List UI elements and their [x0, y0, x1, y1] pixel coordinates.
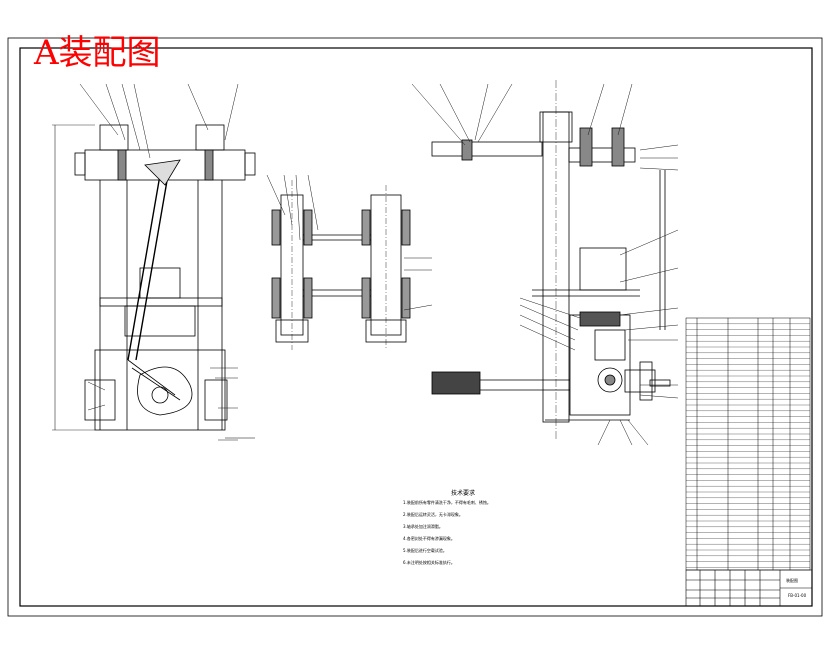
outer-frame	[7, 37, 823, 617]
front-view	[52, 124, 256, 439]
side-view	[431, 80, 671, 440]
technical-note: 6.未注明处按相关标准执行。	[403, 560, 455, 565]
section-view	[271, 180, 411, 350]
technical-note: 1.装配前所有零件清洗干净，不得有毛刺、锈蚀。	[403, 500, 491, 505]
side-view-leaders	[411, 83, 679, 446]
drawing-title: A装配图	[34, 33, 161, 73]
front-view-leaders	[79, 83, 239, 441]
drawing-number: FB-01-00	[788, 593, 807, 598]
inner-frame	[19, 47, 813, 607]
technical-note: 3.轴承处加注润滑脂。	[403, 524, 443, 529]
parts-list-rows	[686, 323, 810, 568]
technical-note: 2.装配后运转灵活，无卡滞现象。	[403, 512, 463, 517]
title-block	[685, 569, 813, 607]
parts-list	[685, 317, 811, 571]
technical-requirements-heading: 技术要求	[451, 490, 476, 497]
drawing-name: 装配图	[786, 578, 798, 583]
technical-requirements-list: 1.装配前所有零件清洗干净，不得有毛刺、锈蚀。 2.装配后运转灵活，无卡滞现象。…	[403, 500, 538, 572]
technical-note: 5.装配后进行空载试验。	[403, 548, 447, 553]
section-view-leaders	[266, 174, 433, 311]
technical-note: 4.各密封处不得有渗漏现象。	[403, 536, 455, 541]
